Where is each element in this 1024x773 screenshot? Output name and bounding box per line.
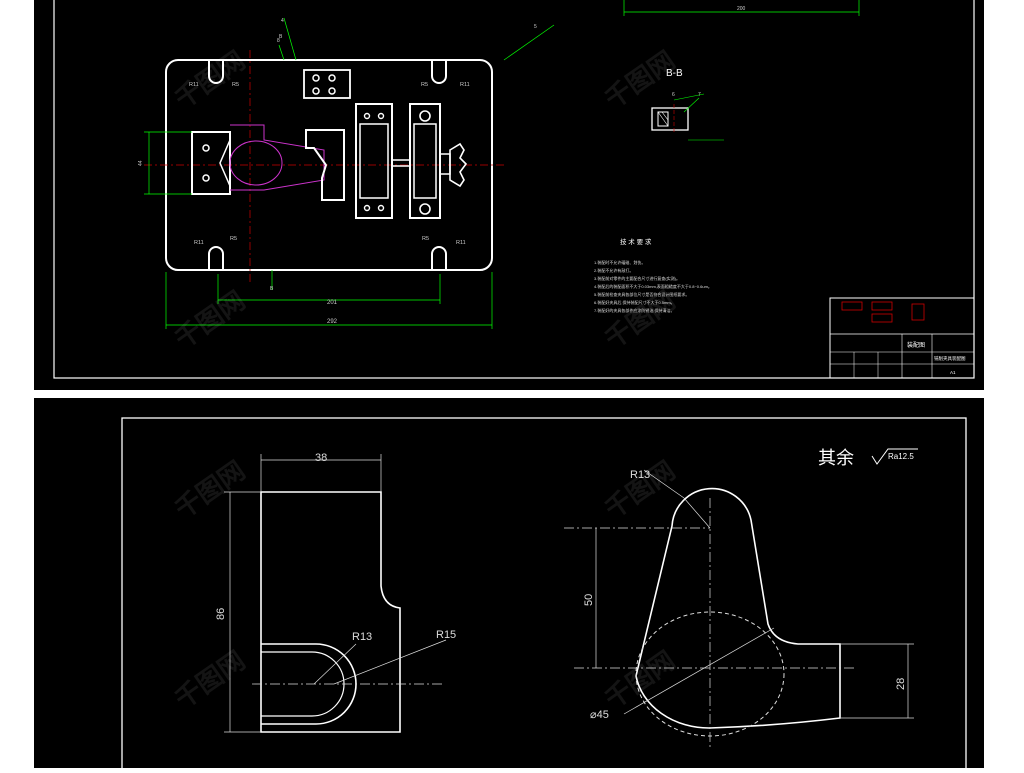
left-part-dimensions bbox=[224, 454, 447, 733]
left-dim-height: 86 bbox=[215, 608, 227, 620]
radius-label: R5 bbox=[232, 82, 239, 88]
roughness-symbol bbox=[871, 448, 918, 465]
left-dim-width: 38 bbox=[315, 452, 327, 464]
top-small-block bbox=[303, 69, 351, 99]
tech-req-line: 1.装配时不允许磕碰、划伤。 bbox=[594, 259, 645, 265]
title-block: 装配图 铣削夹具装配图 A1 bbox=[829, 297, 975, 379]
assembly-drawing-sheet: 200 bbox=[34, 0, 984, 390]
tech-req-line: 3.装配前对零件的主要配合尺寸进行复查(实测)。 bbox=[594, 275, 680, 281]
right-dim-neck: 28 bbox=[895, 678, 907, 690]
assembly-drawing-canvas: 200 bbox=[53, 0, 975, 379]
title-block-scale: A1 bbox=[950, 370, 956, 375]
left-r-outer: R15 bbox=[436, 629, 456, 641]
dimension-lines bbox=[144, 17, 555, 329]
tech-req-line: 2.装配不允许有敲打。 bbox=[594, 267, 633, 273]
drawing-frame bbox=[121, 417, 967, 773]
top-dimension bbox=[623, 0, 860, 16]
radius-label: R11 bbox=[194, 240, 204, 246]
radius-label: R11 bbox=[456, 240, 466, 246]
section-mark: B bbox=[270, 286, 274, 292]
radius-label: R11 bbox=[460, 82, 470, 88]
left-r-inner: R13 bbox=[352, 631, 372, 643]
right-part bbox=[635, 487, 841, 737]
workpiece-outline bbox=[229, 124, 325, 191]
right-dim-height: 50 bbox=[583, 594, 595, 606]
v-locating-block bbox=[191, 131, 231, 195]
dim-292-text: 292 bbox=[327, 319, 338, 325]
radius-label: R5 bbox=[230, 236, 237, 242]
radius-label: R11 bbox=[189, 82, 199, 88]
dim-44-text: 44 bbox=[138, 160, 144, 166]
section-bb-view bbox=[651, 93, 724, 141]
tech-req-list: 1.装配时不允许磕碰、划伤。 2.装配不允许有敲打。 3.装配前对零件的主要配合… bbox=[594, 259, 712, 313]
leader-label: 5 bbox=[534, 24, 537, 30]
drawing-frame bbox=[53, 0, 975, 379]
title-block-drawing: 铣削夹具装配图 bbox=[934, 355, 966, 362]
leader-label: 4 bbox=[281, 18, 284, 24]
tech-req-line: 7.装配好的夹具各部件应涂防锈油,保持清洁。 bbox=[594, 307, 674, 313]
dim-201-text: 201 bbox=[327, 300, 338, 306]
tech-req-line: 6.装配好夹具后,保持装配尺寸不大于0.5mm。 bbox=[594, 299, 675, 305]
tech-req-title: 技 术 要 求 bbox=[620, 237, 652, 246]
part-drawing-canvas: 其余 Ra12.5 38 86 R13 R15 R13 50 bbox=[121, 417, 967, 773]
roughness-prefix: 其余 bbox=[818, 448, 854, 468]
right-r-top: R13 bbox=[630, 469, 650, 481]
moving-v-block bbox=[305, 129, 345, 201]
radius-label: R5 bbox=[421, 82, 428, 88]
top-dim-text: 200 bbox=[737, 6, 746, 12]
tech-req-line: 4.装配后的装配面积不大于0.03mm,表面粗糙度不大于0.8~0.6um。 bbox=[594, 283, 712, 289]
part-drawing-sheet: 其余 Ra12.5 38 86 R13 R15 R13 50 bbox=[34, 398, 984, 773]
tech-req-line: 5.装配前检查夹具各部位尺寸是否符合设计图纸要求。 bbox=[594, 291, 689, 297]
radius-labels: R11 R5 R5 R11 R11 R5 R5 R11 bbox=[189, 82, 470, 246]
title-block-name: 装配图 bbox=[907, 341, 925, 349]
right-dim-dia: ⌀45 bbox=[590, 709, 609, 721]
leader-label: 6 bbox=[672, 92, 675, 98]
section-mark: B bbox=[279, 34, 283, 40]
section-bb-label: B-B bbox=[666, 68, 683, 79]
radius-label: R5 bbox=[422, 236, 429, 242]
leader-label: 8 bbox=[277, 38, 280, 44]
left-part bbox=[260, 491, 401, 733]
guide-blocks bbox=[355, 103, 441, 219]
right-part-dimensions bbox=[564, 469, 914, 748]
roughness-value: Ra12.5 bbox=[888, 452, 914, 461]
screw-knob bbox=[392, 142, 468, 188]
